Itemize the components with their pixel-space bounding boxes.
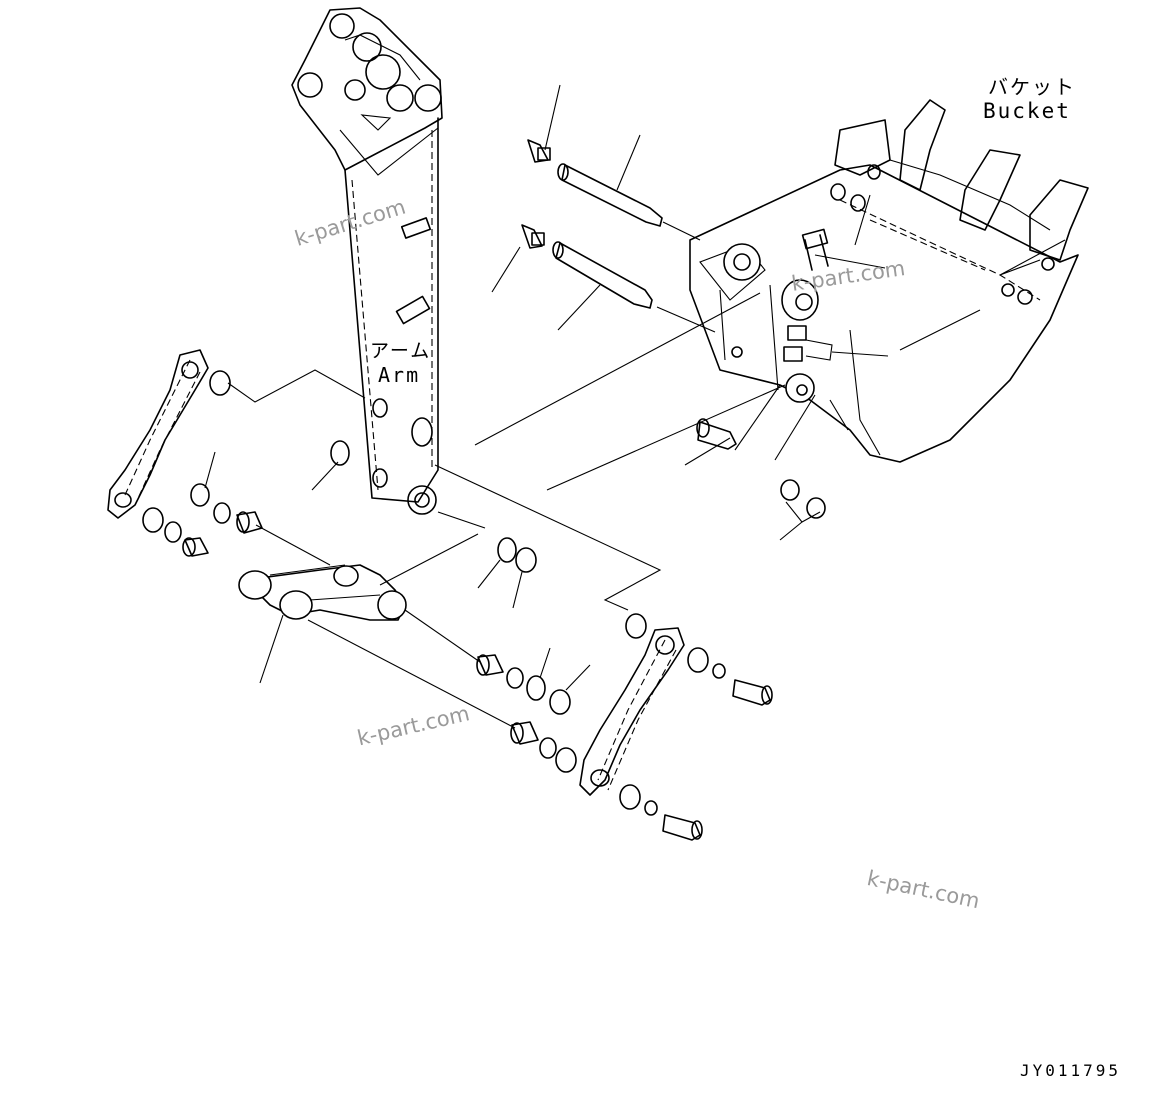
washers-group xyxy=(142,370,826,816)
left-link-part xyxy=(107,349,209,519)
right-link-part xyxy=(579,627,685,796)
drawing-number: JY011795 xyxy=(1020,1061,1122,1080)
bucket-label-jp: バケット xyxy=(988,75,1076,99)
arm-label-en: Arm xyxy=(378,363,421,387)
arm-part xyxy=(291,7,443,515)
pins-group xyxy=(521,139,663,309)
bucket-part xyxy=(689,99,1089,463)
h-link-part xyxy=(238,564,407,621)
leader-lines xyxy=(204,84,1066,729)
bolts-group xyxy=(662,418,773,841)
bucket-label-en: Bucket xyxy=(983,99,1071,123)
arm-label-jp: アーム xyxy=(370,340,432,362)
